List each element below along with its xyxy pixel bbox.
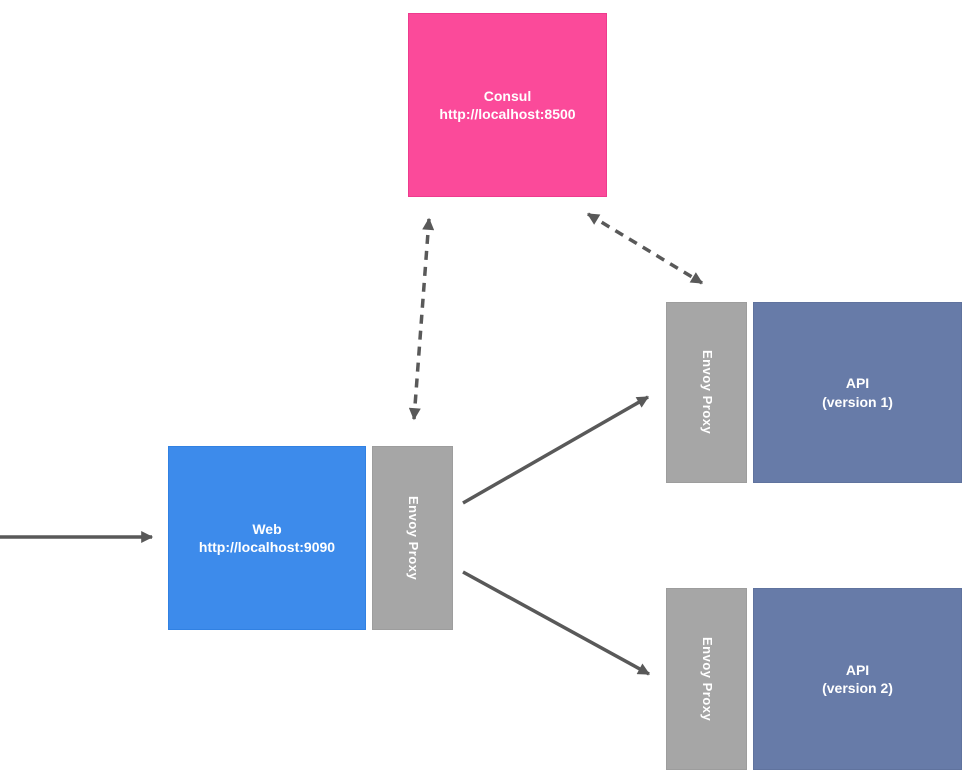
web-envoy-proxy-node: Envoy Proxy: [372, 446, 453, 630]
api-v1-subtitle: (version 1): [822, 393, 893, 410]
web-envoy-proxy-label: Envoy Proxy: [405, 495, 421, 581]
consul-web-envoy-dashed-arrow: [408, 217, 435, 421]
consul-label: Consul http://localhost:8500: [439, 87, 575, 123]
consul-title: Consul: [483, 87, 532, 104]
web-envoy-to-api-v1-arrow: [462, 395, 650, 505]
web-label: Web http://localhost:9090: [199, 520, 335, 556]
api-v2-node: API (version 2): [753, 588, 962, 770]
api-v2-title: API: [845, 661, 870, 678]
web-node: Web http://localhost:9090: [168, 446, 366, 630]
api-v1-label: API (version 1): [822, 374, 893, 410]
web-envoy-to-api-v2-arrow: [462, 570, 651, 676]
api-v1-envoy-proxy-label: Envoy Proxy: [699, 350, 715, 435]
consul-api-v1-envoy-dashed-arrow: [586, 212, 704, 285]
consul-url: http://localhost:8500: [439, 106, 576, 122]
web-title: Web: [252, 520, 282, 537]
api-v2-envoy-proxy-node: Envoy Proxy: [666, 588, 747, 770]
api-v2-label: API (version 2): [822, 661, 893, 697]
api-v1-node: API (version 1): [753, 302, 962, 483]
web-url: http://localhost:9090: [198, 539, 336, 555]
api-v2-subtitle: (version 2): [822, 680, 893, 696]
api-v1-title: API: [845, 375, 870, 392]
consul-node: Consul http://localhost:8500: [408, 13, 607, 197]
api-v1-envoy-proxy-node: Envoy Proxy: [666, 302, 747, 483]
api-v2-envoy-proxy-label: Envoy Proxy: [699, 636, 715, 722]
